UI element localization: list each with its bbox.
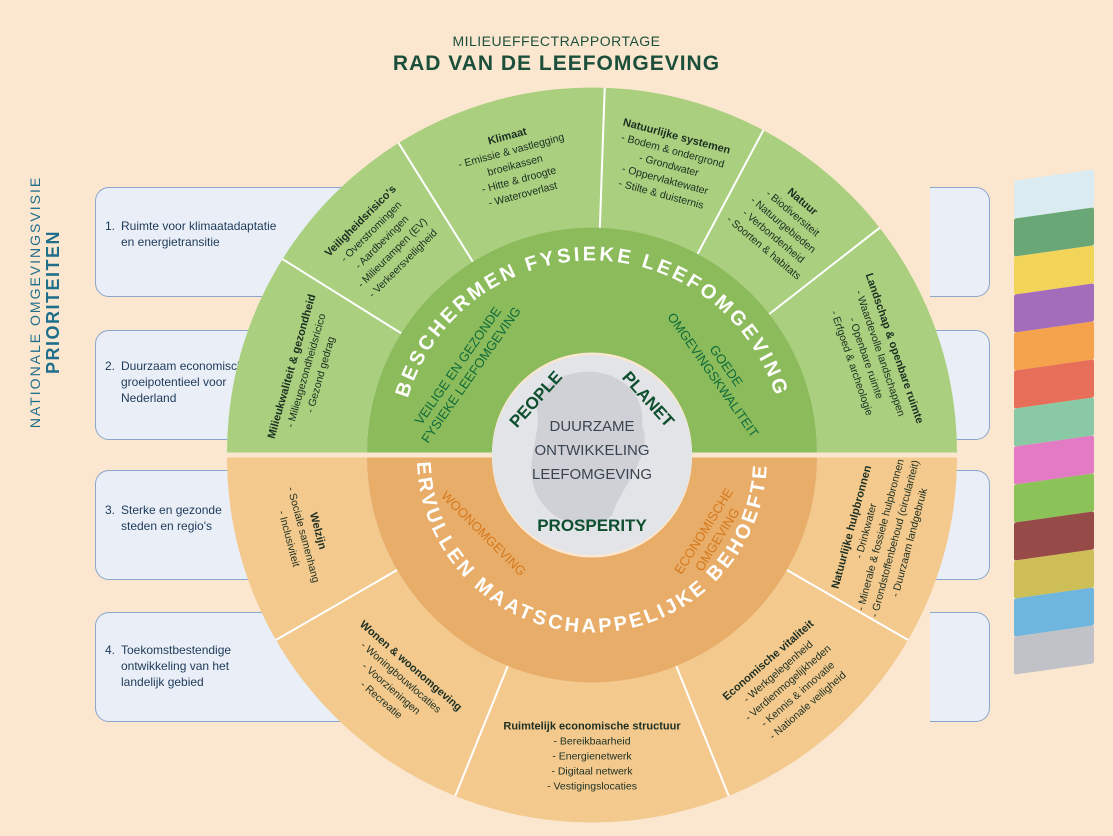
priority-line: Duurzaam economisch bbox=[121, 359, 244, 373]
priority-text-1: 1. Ruimte voor klimaatadaptatie en energi… bbox=[105, 218, 295, 250]
segment-divider bbox=[598, 87, 606, 228]
diagram-supertitle: MILIEUEFFECTRAPPORTAGE bbox=[452, 33, 661, 49]
right-panel-4 bbox=[930, 612, 990, 722]
green-outer-ring bbox=[227, 87, 957, 453]
priority-line: en energietransitie bbox=[121, 235, 220, 249]
priority-text-3: 3. Sterke en gezonde steden en regio's bbox=[105, 502, 295, 534]
priority-line: Sterke en gezonde bbox=[121, 503, 222, 517]
diagram-title: RAD VAN DE LEEFOMGEVING bbox=[392, 52, 721, 75]
segment-item: - Energienetwerk bbox=[552, 751, 632, 763]
priority-line: ontwikkeling van het bbox=[121, 659, 230, 673]
center-line: DUURZAME bbox=[550, 418, 635, 435]
priority-number: 1. bbox=[105, 219, 116, 233]
segment-item: - Vestigingslocaties bbox=[547, 781, 637, 793]
segment-divider bbox=[281, 258, 402, 335]
green-inner-ring bbox=[367, 227, 817, 453]
orange-segment-3: Ruimtelijk economische structuur - Bereik… bbox=[503, 721, 681, 793]
center-line: LEEFOMGEVING bbox=[532, 466, 652, 483]
layer-stack-illustration bbox=[1010, 169, 1105, 695]
priority-line: Toekomstbestendige bbox=[121, 643, 232, 657]
segment-title: Ruimtelijk economische structuur bbox=[503, 721, 681, 733]
right-panel-1 bbox=[930, 187, 990, 297]
segment-divider bbox=[675, 665, 730, 797]
priority-line: steden en regio's bbox=[121, 519, 213, 533]
priority-line: Ruimte voor klimaatadaptatie bbox=[121, 219, 277, 233]
prosperity-label: PROSPERITY bbox=[537, 516, 647, 535]
segment-item: - Digitaal netwerk bbox=[551, 766, 633, 778]
segment-divider bbox=[275, 569, 398, 641]
priority-text-4: 4. Toekomstbestendige ontwikkeling van he… bbox=[105, 642, 295, 690]
netherlands-map-icon bbox=[531, 371, 645, 526]
orange-inner-ring bbox=[367, 457, 817, 683]
priority-text-2: 2. Duurzaam economisch groeipotentieel vo… bbox=[105, 358, 295, 406]
priority-number: 4. bbox=[105, 643, 116, 657]
priority-line: Nederland bbox=[121, 391, 177, 405]
priority-line: groeipotentieel voor bbox=[121, 375, 227, 389]
segment-divider bbox=[768, 226, 881, 315]
segment-divider bbox=[696, 129, 765, 255]
orange-outer-ring bbox=[227, 457, 957, 823]
segment-divider bbox=[397, 142, 474, 263]
segment-item: - Bereikbaarheid bbox=[553, 736, 630, 748]
segment-divider bbox=[454, 665, 509, 797]
priority-number: 3. bbox=[105, 503, 116, 517]
center-line: ONTWIKKELING bbox=[534, 442, 649, 459]
segment-divider bbox=[786, 569, 909, 641]
priority-line: landelijk gebied bbox=[121, 675, 204, 689]
orange-segment-5: Natuurlijke hulpbronnen- Drinkwater- Min… bbox=[830, 458, 931, 619]
priority-number: 2. bbox=[105, 359, 116, 373]
